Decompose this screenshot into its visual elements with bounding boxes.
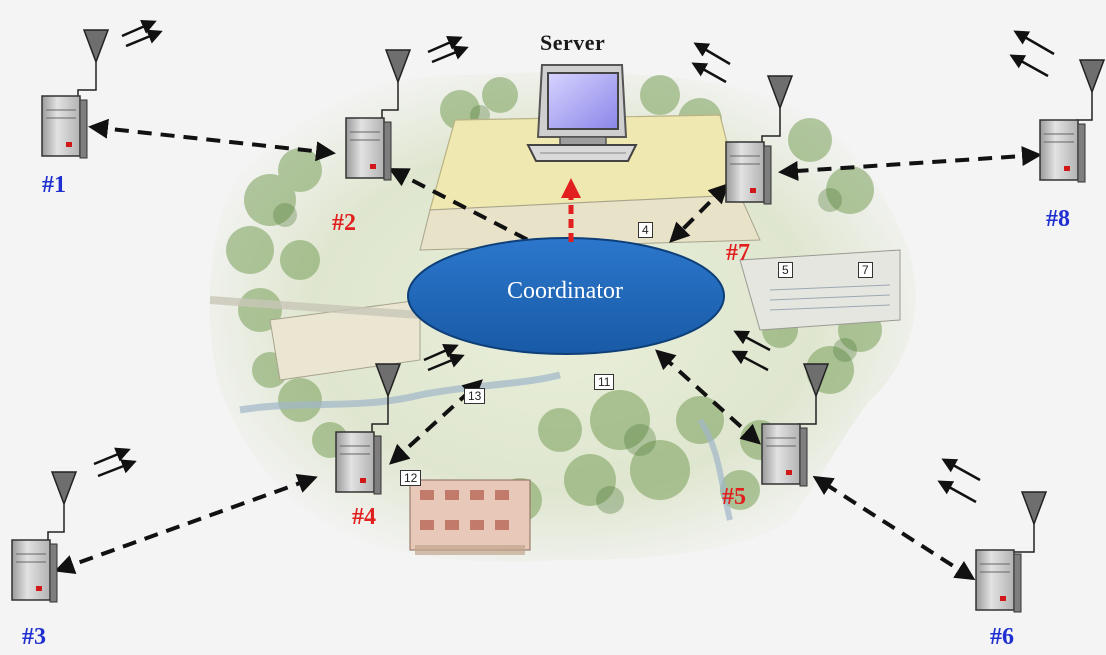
signal-arrows-icon <box>121 19 163 48</box>
link-3-4 <box>54 474 318 574</box>
link-1-2 <box>88 118 336 162</box>
antenna-icon <box>371 363 402 432</box>
server-tower-icon <box>1039 119 1086 183</box>
server-tower-icon <box>11 539 58 603</box>
node-label-5: #5 <box>722 484 746 510</box>
link-7-coordinator <box>669 183 729 243</box>
coordinator-node <box>407 237 725 355</box>
signal-arrows <box>93 19 1055 504</box>
links <box>54 118 1042 581</box>
node-label-8: #8 <box>1046 206 1070 232</box>
signal-arrows-icon <box>423 343 465 372</box>
antenna-icon <box>77 29 110 96</box>
coordinator-label: Coordinator <box>507 278 623 304</box>
antenna-icon <box>1011 491 1048 553</box>
server-label: Server <box>540 30 606 55</box>
antenna-icon <box>761 75 794 142</box>
server-tower-icon <box>725 141 772 205</box>
sensor-node-2 <box>345 49 412 181</box>
node-label-3: #3 <box>22 624 46 650</box>
signal-arrows-icon <box>731 330 771 372</box>
map-tag-5: 5 <box>778 262 793 278</box>
signal-arrows-icon <box>691 42 731 84</box>
sensor-node-3 <box>11 471 78 603</box>
signal-arrows-icon <box>427 35 469 64</box>
link-6-5 <box>812 475 976 581</box>
sensor-node-1 <box>41 29 110 159</box>
map-tag-4: 4 <box>638 222 653 238</box>
sensor-nodes <box>11 29 1106 613</box>
node-label-6: #6 <box>990 624 1014 650</box>
sensor-node-4 <box>335 363 402 495</box>
node-label-4: #4 <box>352 504 376 530</box>
map-tag-11: 11 <box>594 374 615 390</box>
sensor-node-6 <box>975 491 1048 613</box>
server-computer <box>526 64 638 162</box>
map-tag-7: 7 <box>858 262 873 278</box>
signal-arrows-icon <box>937 458 981 504</box>
server-tower-icon <box>345 117 392 181</box>
antenna-icon <box>381 49 412 118</box>
map-tag-13: 13 <box>464 388 486 404</box>
antenna-icon <box>798 363 830 425</box>
antenna-icon <box>47 471 78 540</box>
antenna-icon <box>1076 59 1106 121</box>
sensor-node-7 <box>725 75 794 205</box>
server-tower-icon <box>761 423 808 487</box>
node-label-1: #1 <box>42 172 66 198</box>
server-tower-icon <box>41 95 88 159</box>
node-label-2: #2 <box>332 210 356 236</box>
sensor-node-8 <box>1039 59 1106 183</box>
signal-arrows-icon <box>1009 30 1055 78</box>
server-tower-icon <box>975 549 1022 613</box>
signal-arrows-icon <box>93 447 137 478</box>
node-label-7: #7 <box>726 240 750 266</box>
link-2-coordinator <box>388 168 529 242</box>
server-tower-icon <box>335 431 382 495</box>
map-tag-12: 12 <box>400 470 422 486</box>
link-8-7 <box>778 146 1042 181</box>
sensor-node-5 <box>761 363 830 487</box>
